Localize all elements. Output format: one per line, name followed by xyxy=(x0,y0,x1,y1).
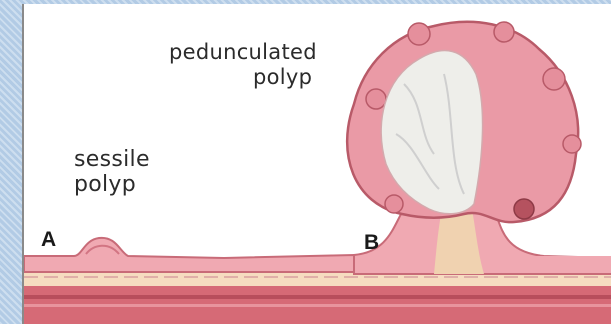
diagram-panel: pedunculated polyp sessile polyp A B xyxy=(22,4,611,324)
muscle-layer-stripe-light xyxy=(24,304,611,307)
pedunculated-label-line2: polyp xyxy=(169,65,317,90)
sessile-label: sessile polyp xyxy=(74,147,150,197)
pedunculated-label: pedunculated polyp xyxy=(169,40,317,90)
sessile-label-line1: sessile xyxy=(74,147,150,172)
marker-a: A xyxy=(41,228,56,252)
marker-b: B xyxy=(364,231,379,255)
pedunculated-label-line1: pedunculated xyxy=(169,40,317,65)
mucosa-surface xyxy=(24,238,354,272)
muscle-layer-stripe xyxy=(24,295,611,299)
sessile-label-line2: polyp xyxy=(74,172,150,197)
